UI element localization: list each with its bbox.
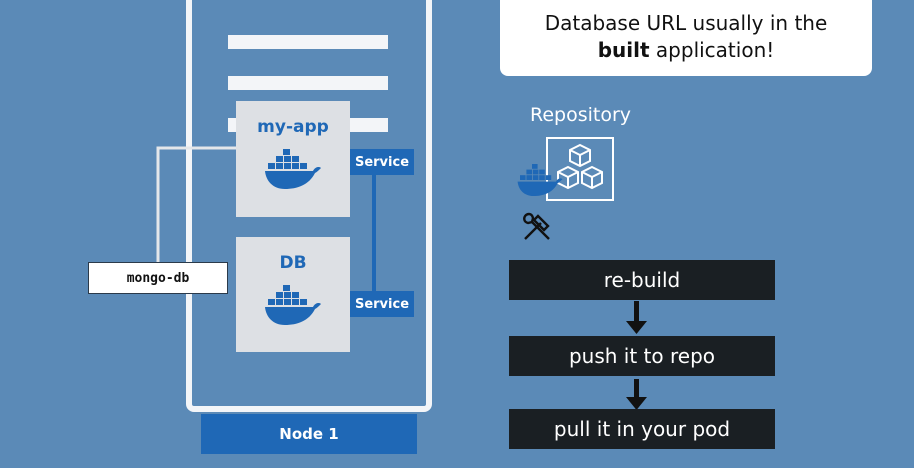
tools-icon	[523, 212, 550, 240]
my-app-title: my-app	[257, 117, 329, 137]
docker-icon	[265, 149, 321, 189]
node-frame	[186, 0, 432, 412]
db-title: DB	[279, 253, 307, 273]
callout-box: Database URL usually in the built applic…	[500, 0, 872, 76]
repository-box	[546, 137, 614, 201]
db-pod: DB	[236, 237, 350, 352]
callout-text: Database URL usually in the	[544, 11, 828, 35]
step-rebuild: re-build	[509, 260, 775, 300]
service-my-app: Service	[350, 149, 414, 175]
service-db: Service	[350, 291, 414, 317]
cubes-icon	[557, 143, 603, 190]
docker-icon	[517, 164, 563, 196]
node-line	[228, 35, 388, 49]
step-push: push it to repo	[509, 336, 775, 376]
node-label: Node 1	[201, 414, 417, 454]
docker-icon	[265, 285, 321, 325]
step-pull: pull it in your pod	[509, 409, 775, 449]
node-line	[228, 76, 388, 90]
mongo-db-label: mongo-db	[88, 262, 228, 294]
my-app-pod: my-app	[236, 101, 350, 217]
repository-label: Repository	[530, 104, 632, 126]
callout-bold: built	[597, 38, 650, 62]
callout-text-end: application!	[649, 38, 775, 62]
